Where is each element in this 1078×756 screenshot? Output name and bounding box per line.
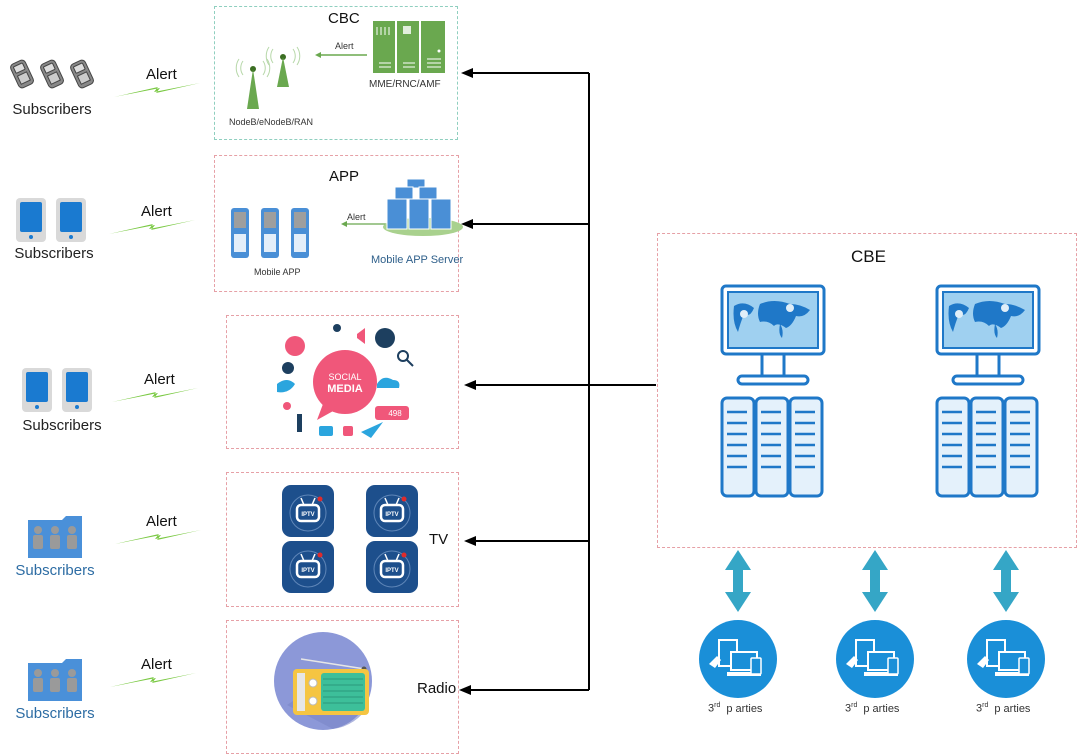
social-line1: SOCIAL <box>328 372 361 382</box>
lightning-bolt-icon <box>115 530 201 544</box>
third-party-label: 3rd p arties <box>845 702 899 715</box>
bidirectional-arrow-icon <box>862 550 888 612</box>
social-line2: MEDIA <box>327 383 363 395</box>
cbe-box: CBE <box>657 233 1077 548</box>
social-media-cluster-icon: SOCIAL MEDIA 498 <box>277 324 414 438</box>
people-folder-icon <box>28 659 82 701</box>
alert-label: Alert <box>146 513 177 530</box>
third-party-label: 3rd p arties <box>976 702 1030 715</box>
radio-box: Radio <box>226 620 459 754</box>
mobile-app-label: Mobile APP <box>254 267 301 277</box>
third-party-devices-icon <box>699 620 777 698</box>
subscribers-label: Subscribers <box>12 101 92 118</box>
arrowhead-social <box>464 380 476 390</box>
cell-tower-icon <box>235 46 301 109</box>
cbe-title: CBE <box>851 247 886 266</box>
ordinal-number: 3 <box>976 702 983 715</box>
app-server-cluster-icon <box>383 178 463 236</box>
tv-title: TV <box>429 531 449 548</box>
arrowhead-cbc <box>461 68 473 78</box>
iptv-badge: IPTV <box>301 512 314 518</box>
third-party-devices-icon <box>967 620 1045 698</box>
smartphone-icon <box>22 368 92 412</box>
ordinal-number: 3 <box>708 702 715 715</box>
subscribers-group-cbc: Subscribers <box>0 55 120 125</box>
feature-phone-icon <box>10 59 94 89</box>
parties-text: p arties <box>994 702 1031 715</box>
iptv-badge: IPTV <box>385 568 398 574</box>
subscribers-group-social: Subscribers <box>0 365 120 435</box>
alert-label: Alert <box>141 203 172 220</box>
cbc-title: CBC <box>328 10 360 27</box>
iptv-badge: IPTV <box>301 568 314 574</box>
app-inner-alert: Alert <box>347 212 366 222</box>
people-folder-icon <box>28 516 82 558</box>
ordinal-suffix: rd <box>714 702 721 709</box>
cbe-station-right <box>935 284 1041 500</box>
social-media-box: SOCIAL MEDIA 498 <box>226 315 459 449</box>
iptv-icon-grid: IPTV IPTV IPTV IPTV <box>282 485 420 593</box>
alert-label: Alert <box>144 371 175 388</box>
iptv-app-icon: IPTV <box>282 485 334 537</box>
app-title: APP <box>329 168 360 185</box>
subscribers-label: Subscribers <box>15 562 95 579</box>
parties-text: p arties <box>726 702 763 715</box>
cbc-inner-alert: Alert <box>335 41 354 51</box>
bidirectional-arrow-icon <box>725 550 751 612</box>
iptv-app-icon: IPTV <box>282 541 334 593</box>
ordinal-number: 3 <box>845 702 852 715</box>
radio-title: Radio <box>417 680 457 697</box>
third-party-label: 3rd p arties <box>708 702 762 715</box>
alert-label: Alert <box>146 66 177 83</box>
lightning-bolt-icon <box>114 83 200 97</box>
server-label: Mobile APP Server <box>371 254 464 266</box>
ran-label: NodeB/eNodeB/RAN <box>229 117 314 127</box>
cbc-box: CBC NodeB/eNodeB/RAN Alert MME/RNC/AMF <box>214 6 458 140</box>
social-likes-count: 498 <box>388 409 402 418</box>
mobile-app-icon <box>231 208 309 258</box>
subscribers-group-app: Subscribers <box>0 195 120 265</box>
app-box: APP Mobile APP Alert Mobile APP Server <box>214 155 463 292</box>
ordinal-suffix: rd <box>851 702 858 709</box>
lightning-bolt-icon <box>110 673 196 687</box>
monitor-server-icon <box>720 284 826 498</box>
subscribers-label: Subscribers <box>14 245 94 262</box>
tv-box: IPTV IPTV IPTV IPTV TV <box>226 472 459 607</box>
bidirectional-arrow-icon <box>993 550 1019 612</box>
smartphone-icon <box>16 198 86 242</box>
alert-arrow-icon <box>341 221 389 227</box>
subscribers-label: Subscribers <box>22 417 102 434</box>
iptv-app-icon: IPTV <box>366 485 418 537</box>
alert-arrow-icon <box>315 52 367 58</box>
monitor-server-icon <box>935 284 1041 498</box>
arrowhead-tv <box>464 536 476 546</box>
subscribers-group-radio: Subscribers <box>0 655 120 725</box>
core-label: MME/RNC/AMF <box>369 79 441 90</box>
lightning-bolt-icon <box>112 388 198 402</box>
iptv-app-icon: IPTV <box>366 541 418 593</box>
parties-text: p arties <box>863 702 900 715</box>
radio-icon <box>274 632 372 730</box>
core-server-icon <box>373 21 445 73</box>
arrowhead-radio <box>459 685 471 695</box>
ordinal-suffix: rd <box>982 702 989 709</box>
alert-label: Alert <box>141 656 172 673</box>
subscribers-group-tv: Subscribers <box>0 512 120 582</box>
lightning-bolt-icon <box>109 220 195 234</box>
iptv-badge: IPTV <box>385 512 398 518</box>
cbe-station-left <box>720 284 826 500</box>
third-party-devices-icon <box>836 620 914 698</box>
subscribers-label: Subscribers <box>15 705 95 722</box>
